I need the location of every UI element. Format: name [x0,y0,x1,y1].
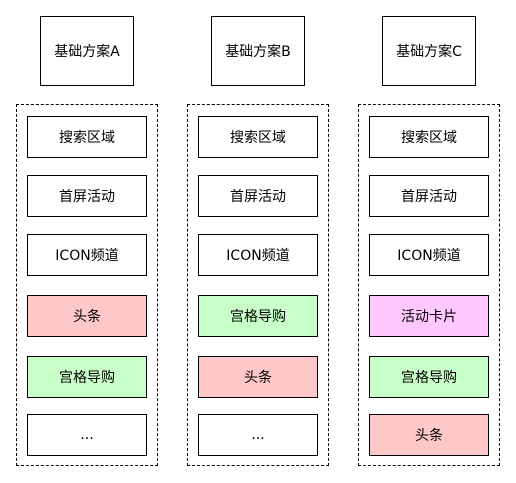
plan-b-block-grid-shopping-guide: 宫格导购 [198,295,318,337]
plan-a-title: 基础方案A [40,16,134,86]
plan-c-block-icon-channel: ICON频道 [369,234,489,276]
plan-c-block-grid-shopping-guide: 宫格导购 [369,356,489,398]
plan-a-block-search-area: 搜索区域 [27,116,147,158]
plan-b-module-group: 搜索区域 首屏活动 ICON频道 宫格导购 头条 ... [187,104,329,466]
plan-b-title: 基础方案B [211,16,305,86]
plan-c-block-search-area: 搜索区域 [369,116,489,158]
plan-c-column: 基础方案C 搜索区域 首屏活动 ICON频道 活动卡片 宫格导购 头条 [354,0,504,483]
plan-a-block-headline: 头条 [27,295,147,337]
plan-a-block-grid-shopping-guide: 宫格导购 [27,356,147,398]
plan-a-block-ellipsis: ... [27,414,147,456]
plan-b-block-headline: 头条 [198,356,318,398]
plan-c-title: 基础方案C [382,16,476,86]
plan-c-module-group: 搜索区域 首屏活动 ICON频道 活动卡片 宫格导购 头条 [358,104,500,466]
plan-c-block-headline: 头条 [369,414,489,456]
plan-b-column: 基础方案B 搜索区域 首屏活动 ICON频道 宫格导购 头条 ... [183,0,333,483]
plan-b-block-search-area: 搜索区域 [198,116,318,158]
plan-c-block-first-screen-activity: 首屏活动 [369,175,489,217]
plan-c-block-activity-card: 活动卡片 [369,295,489,337]
plan-a-column: 基础方案A 搜索区域 首屏活动 ICON频道 头条 宫格导购 ... [12,0,162,483]
plan-b-block-icon-channel: ICON频道 [198,234,318,276]
plan-b-block-ellipsis: ... [198,414,318,456]
plan-b-block-first-screen-activity: 首屏活动 [198,175,318,217]
plan-a-block-icon-channel: ICON频道 [27,234,147,276]
plan-a-module-group: 搜索区域 首屏活动 ICON频道 头条 宫格导购 ... [16,104,158,466]
plan-a-block-first-screen-activity: 首屏活动 [27,175,147,217]
